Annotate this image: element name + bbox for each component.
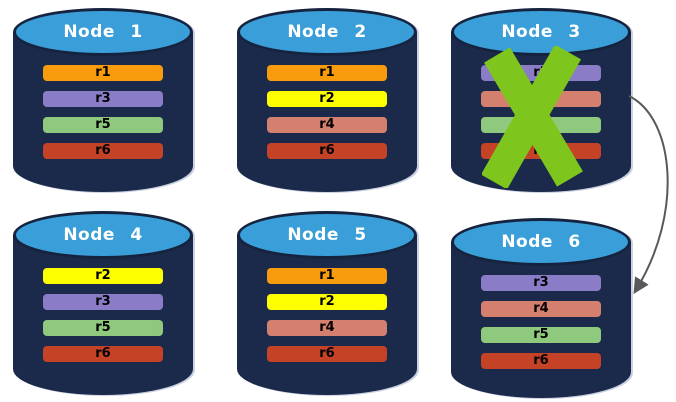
node-4-replica-list: r2 r3 r5 r6 [43,268,163,372]
node-4-cylinder-body [13,235,193,395]
replica-label: r6 [319,346,335,361]
node-2-cylinder-body [237,32,417,192]
node-5-title: Node 5 [287,225,367,245]
replica-bar-r4: r4 [267,117,387,133]
node-5: Node 5 r1 r2 r4 r6 [237,211,417,395]
replica-label: r3 [95,294,111,309]
replica-label: r4 [319,117,335,132]
node-6: Node 6 r3 r4 r5 r6 [451,218,631,398]
replica-bar-r5: r5 [481,327,601,343]
replica-bar-r6: r6 [267,143,387,159]
replica-bar-r6: r6 [43,143,163,159]
node-5-cylinder-top: Node 5 [237,211,417,259]
node-1-title: Node 1 [63,22,143,42]
replica-label: r6 [319,143,335,158]
replica-bar-r5: r5 [43,320,163,336]
node-3-title: Node 3 [501,22,581,42]
replica-label: r6 [95,346,111,361]
replica-label: r2 [95,268,111,283]
node-4-title: Node 4 [63,225,143,245]
node-2-cylinder-top: Node 2 [237,8,417,56]
node-1-cylinder-top: Node 1 [13,8,193,56]
replica-bar-r6: r6 [267,346,387,362]
replica-bar-r4: r4 [481,301,601,317]
node-1-cylinder-body [13,32,193,192]
replica-bar-r2: r2 [267,91,387,107]
replica-label: r5 [533,327,549,342]
node-1: Node 1 r1 r3 r5 r6 [13,8,193,192]
node-1-replica-list: r1 r3 r5 r6 [43,65,163,169]
replica-bar-r4: r4 [267,320,387,336]
replica-label: r3 [533,275,549,290]
replica-bar-r3: r3 [481,275,601,291]
replica-label: r2 [319,294,335,309]
replica-bar-r6: r6 [43,346,163,362]
replica-label: r6 [533,353,549,368]
replica-label: r2 [319,91,335,106]
node-4: Node 4 r2 r3 r5 r6 [13,211,193,395]
node-6-replica-list: r3 r4 r5 r6 [481,275,601,379]
node-3-cylinder-top: Node 3 [451,8,631,56]
failure-x-icon [482,46,583,188]
node-6-cylinder-body [451,242,631,398]
replica-label: r1 [319,268,335,283]
replica-label: r4 [319,320,335,335]
replica-bar-r3: r3 [43,294,163,310]
replica-label: r1 [319,65,335,80]
node-6-cylinder-top: Node 6 [451,218,631,266]
node-5-cylinder-body [237,235,417,395]
replica-label: r1 [95,65,111,80]
replica-label: r4 [533,301,549,316]
replica-bar-r3: r3 [43,91,163,107]
replica-bar-r5: r5 [43,117,163,133]
replica-label: r5 [95,117,111,132]
node-6-title: Node 6 [501,232,581,252]
node-5-replica-list: r1 r2 r4 r6 [267,268,387,372]
replica-bar-r2: r2 [267,294,387,310]
replica-label: r6 [95,143,111,158]
node-2-title: Node 2 [287,22,367,42]
replica-bar-r6: r6 [481,353,601,369]
replica-label: r5 [95,320,111,335]
replica-bar-r1: r1 [43,65,163,81]
node-2: Node 2 r1 r2 r4 r6 [237,8,417,192]
replica-bar-r1: r1 [267,65,387,81]
node-4-cylinder-top: Node 4 [13,211,193,259]
replica-bar-r1: r1 [267,268,387,284]
node-2-replica-list: r1 r2 r4 r6 [267,65,387,169]
replica-bar-r2: r2 [43,268,163,284]
replica-label: r3 [95,91,111,106]
